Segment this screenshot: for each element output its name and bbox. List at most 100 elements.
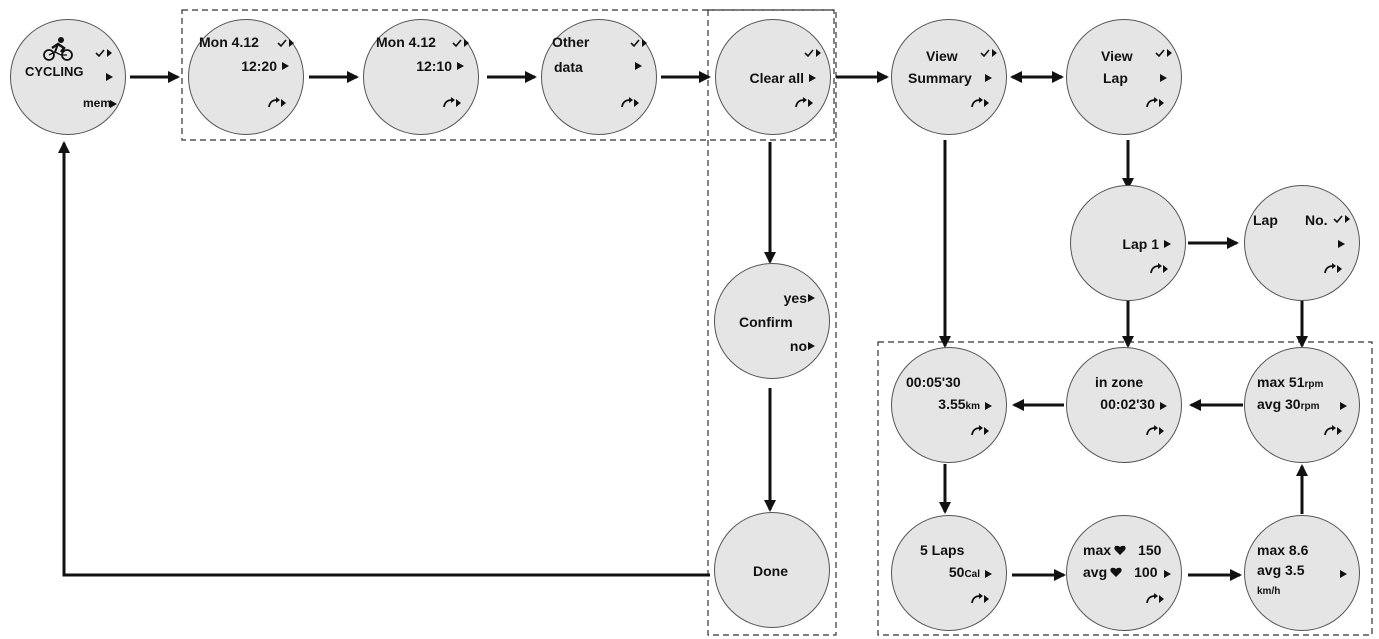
back-arrow-icon [621,97,639,108]
cadence-max-value: 51 [1288,374,1305,390]
cadence-max-unit: rpm [1304,379,1324,390]
speed-avg-label: avg [1257,562,1282,578]
lap-no-part1: Lap [1253,212,1278,228]
heart-avg-value: 100 [1134,564,1158,580]
calories-unit: Cal [964,569,980,580]
screen-view-summary[interactable]: View Summary [891,19,1007,135]
screen-heart-rate[interactable]: max 150 avg 100 [1066,515,1182,631]
view-summary-line2: Summary [908,70,972,86]
back-arrow-icon [1150,263,1168,274]
screen-memory-entry-2[interactable]: Mon 4.12 12:10 [363,19,479,135]
right-arrow-icon [1160,74,1167,82]
memory-entries-group [181,9,835,141]
cadence-avg-unit: rpm [1300,401,1320,412]
screen-time-distance[interactable]: 00:05'30 3.55km [891,347,1007,463]
right-arrow-icon [282,62,289,70]
screen-view-lap[interactable]: View Lap [1066,19,1182,135]
clear-all-label: Clear all [749,70,804,86]
screen-laps-calories[interactable]: 5 Laps 50Cal [891,515,1007,631]
right-arrow-icon [1160,402,1167,410]
back-arrow-icon [1324,263,1342,274]
entry-2-time: 12:10 [416,58,452,74]
screen-lap-number[interactable]: Lap No. [1244,185,1360,301]
speed-avg: avg 3.5 [1257,562,1304,578]
total-time: 00:05'30 [906,374,961,390]
right-arrow-icon [1164,570,1171,578]
right-arrow-icon [106,73,113,81]
right-arrow-icon [1340,570,1347,578]
in-zone-time: 00:02'30 [1100,396,1155,412]
screen-cadence[interactable]: max 51rpm avg 30rpm [1244,347,1360,463]
check-arrow-icon [452,39,469,48]
cadence-max: max 51rpm [1257,374,1323,390]
screen-cycling-mode[interactable]: CYCLING mem [10,19,126,135]
screen-in-zone[interactable]: in zone 00:02'30 [1066,347,1182,463]
back-arrow-icon [1146,593,1164,604]
cadence-avg: avg 30rpm [1257,396,1320,412]
check-arrow-icon [1333,215,1350,224]
confirm-yes-label: yes [783,290,807,306]
mem-label: mem [82,96,111,110]
cadence-avg-label: avg [1257,396,1282,412]
check-arrow-icon [630,39,647,48]
screen-memory-entry-1[interactable]: Mon 4.12 12:20 [188,19,304,135]
heart-avg: avg 100 [1083,564,1157,580]
done-label: Done [753,563,788,579]
heart-max-label: max [1083,542,1112,558]
right-arrow-icon [635,62,642,70]
speed-avg-value: 3.5 [1285,562,1305,578]
check-arrow-icon [95,49,112,58]
back-arrow-icon [795,97,813,108]
other-data-line2: data [554,59,583,75]
calories-value: 50Cal [949,564,980,580]
clear-all-group [707,9,837,636]
right-arrow-icon [808,294,815,302]
right-arrow-icon [1340,402,1347,410]
right-arrow-icon [985,74,992,82]
entry-1-time: 12:20 [241,58,277,74]
heart-max-value: 150 [1138,542,1162,558]
check-arrow-icon [277,39,294,48]
screen-confirm[interactable]: yes Confirm no [714,263,830,379]
cadence-avg-value: 30 [1285,396,1301,412]
screen-clear-all[interactable]: Clear all [715,19,831,135]
heart-max: max 150 [1083,542,1161,558]
lap-1-label: Lap 1 [1122,236,1159,252]
back-arrow-icon [971,593,989,604]
distance-value: 3.55km [938,396,980,412]
screen-lap-1[interactable]: Lap 1 [1070,185,1186,301]
other-data-line1: Other [552,34,590,50]
screen-other-data[interactable]: Other data [541,19,657,135]
screen-done[interactable]: Done [714,512,830,628]
view-lap-line1: View [1101,48,1133,64]
right-arrow-icon [808,342,815,350]
right-arrow-icon [985,402,992,410]
heart-icon [1114,545,1126,555]
back-arrow-icon [268,97,286,108]
view-lap-line2: Lap [1103,70,1128,86]
heart-icon [1110,567,1122,577]
speed-max-label: max [1257,542,1286,558]
entry-1-date: Mon 4.12 [199,34,259,50]
right-arrow-icon [1338,240,1345,248]
right-arrow-icon [110,100,117,108]
confirm-label: Confirm [739,314,793,330]
summary-data-group [877,341,1373,636]
view-summary-line1: View [926,48,958,64]
heart-avg-label: avg [1083,564,1108,580]
back-arrow-icon [1146,97,1164,108]
right-arrow-icon [1164,240,1171,248]
right-arrow-icon [809,74,816,82]
back-arrow-icon [971,425,989,436]
lap-no-part2: No. [1305,212,1328,228]
cycling-label: CYCLING [25,64,84,79]
calories-number: 50 [948,564,965,580]
check-arrow-icon [1155,49,1172,58]
right-arrow-icon [985,570,992,578]
distance-number: 3.55 [938,396,966,412]
back-arrow-icon [443,97,461,108]
entry-2-date: Mon 4.12 [376,34,436,50]
confirm-no-label: no [789,338,807,354]
cyclist-icon [43,37,73,61]
screen-speed[interactable]: max 8.6 avg 3.5 km/h [1244,515,1360,631]
